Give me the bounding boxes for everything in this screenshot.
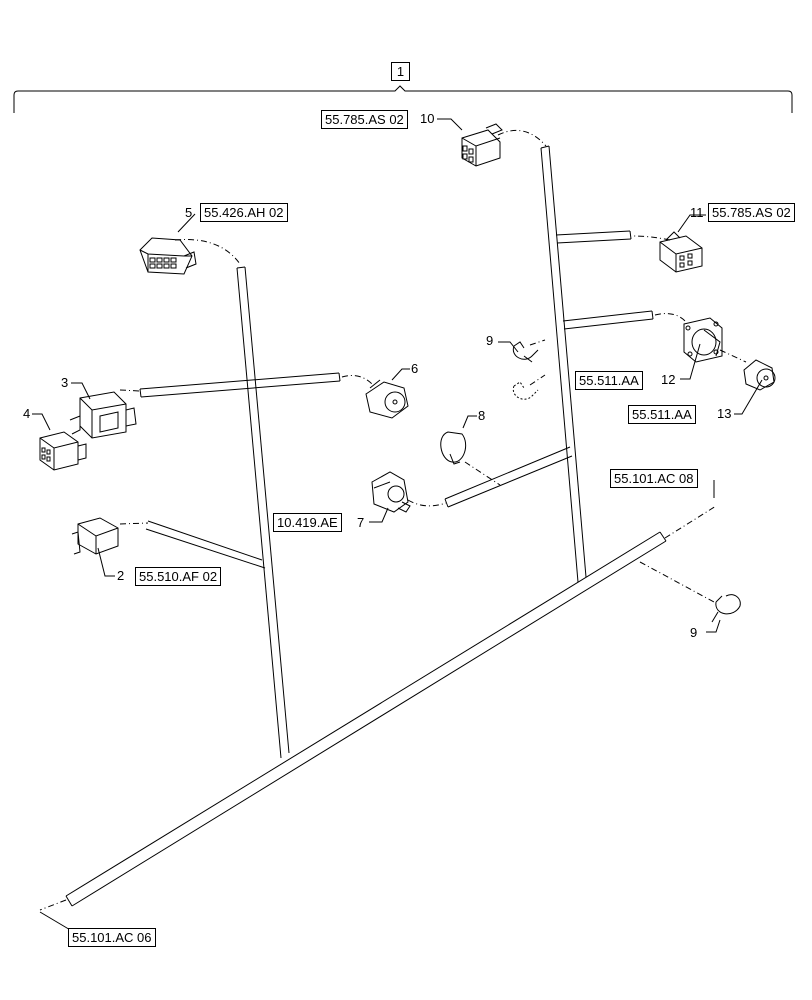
reference-11[interactable]: 55.785.AS 02 bbox=[708, 203, 795, 222]
callout-10: 10 bbox=[420, 111, 435, 126]
callout-4: 4 bbox=[23, 406, 31, 421]
connector-icon bbox=[743, 359, 776, 391]
connector-icon bbox=[139, 237, 197, 275]
leader-lines bbox=[39, 129, 747, 911]
assembly-item-number: 1 bbox=[391, 62, 410, 81]
callout-13: 13 bbox=[717, 406, 732, 421]
connector-icon bbox=[71, 517, 119, 555]
connector-icon bbox=[371, 471, 411, 513]
clip-icon bbox=[440, 431, 467, 465]
connector-icon bbox=[683, 317, 723, 363]
callout-9-lower: 9 bbox=[690, 625, 698, 640]
callout-9-upper: 9 bbox=[486, 333, 494, 348]
callout-12: 12 bbox=[661, 372, 676, 387]
reference-2[interactable]: 55.510.AF 02 bbox=[135, 567, 222, 586]
callout-5: 5 bbox=[185, 205, 193, 220]
reference-10[interactable]: 55.785.AS 02 bbox=[321, 110, 408, 129]
reference-13[interactable]: 55.511.AA bbox=[628, 405, 696, 424]
callout-8: 8 bbox=[478, 408, 486, 423]
connector-icon bbox=[39, 431, 87, 471]
callout-6: 6 bbox=[411, 361, 419, 376]
clip-icon bbox=[512, 381, 539, 400]
clip-icon bbox=[711, 594, 741, 623]
reference-harness-08[interactable]: 55.101.AC 08 bbox=[610, 469, 698, 488]
callout-2: 2 bbox=[117, 568, 125, 583]
connector-icon bbox=[69, 391, 137, 439]
callout-leaders bbox=[32, 118, 763, 932]
callout-11: 11 bbox=[690, 205, 704, 220]
reference-5[interactable]: 55.426.AH 02 bbox=[200, 203, 288, 222]
wiring-harness-icon bbox=[65, 145, 667, 907]
reference-12[interactable]: 55.511.AA bbox=[575, 371, 643, 390]
connector-icon bbox=[659, 231, 703, 273]
callout-3: 3 bbox=[61, 375, 69, 390]
connector-icon bbox=[461, 123, 503, 167]
reference-7[interactable]: 10.419.AE bbox=[273, 513, 342, 532]
assembly-bracket bbox=[13, 85, 793, 113]
connector-icon bbox=[365, 379, 409, 419]
reference-harness-06[interactable]: 55.101.AC 06 bbox=[68, 928, 156, 947]
callout-7: 7 bbox=[357, 515, 365, 530]
clip-icon bbox=[512, 341, 539, 363]
